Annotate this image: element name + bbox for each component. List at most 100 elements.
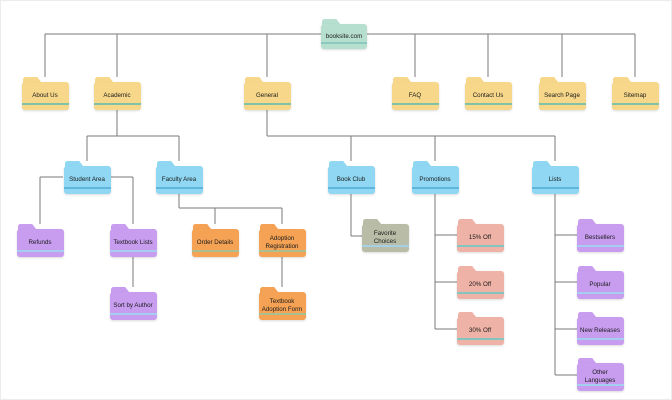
folder-body: booksite.com — [321, 24, 367, 49]
folder-stripe — [576, 383, 624, 386]
folder-body: Refunds — [16, 229, 64, 257]
folder-stripe — [93, 102, 141, 105]
folder-node-booksite: booksite.com — [321, 19, 367, 49]
folder-node-refunds: Refunds — [16, 224, 64, 257]
folder-stripe — [155, 186, 203, 189]
folder-stripe — [258, 312, 306, 315]
folder-tab-icon — [457, 266, 480, 275]
folder-body: Bestsellers — [576, 224, 624, 252]
folder-label: Academic — [103, 92, 131, 100]
folder-label: FAQ — [408, 92, 422, 100]
folder-label: Order Details — [196, 239, 234, 247]
folder-node-20-off: 20% Off — [456, 266, 504, 299]
folder-label: Lists — [548, 176, 562, 184]
folder-tab-icon — [156, 161, 179, 170]
folder-tab-icon — [110, 287, 133, 296]
folder-node-contact-us: Contact Us — [464, 77, 512, 110]
folder-node-sort-by-author: Sort by Author — [109, 287, 157, 320]
folder-stripe — [538, 102, 586, 105]
folder-tab-icon — [17, 224, 40, 233]
folder-node-bestsellers: Bestsellers — [576, 219, 624, 252]
folder-tab-icon — [328, 161, 351, 170]
folder-stripe — [327, 186, 375, 189]
folder-node-lists: Lists — [531, 161, 579, 194]
folder-node-15-off: 15% Off — [456, 219, 504, 252]
folder-tab-icon — [612, 77, 635, 86]
folder-body: Textbook Adoption Form — [258, 292, 306, 320]
folder-body: Academic — [93, 82, 141, 110]
folder-stripe — [576, 337, 624, 340]
folder-node-faq: FAQ — [391, 77, 439, 110]
folder-label: Refunds — [28, 239, 52, 247]
folder-tab-icon — [259, 224, 282, 233]
folder-body: 20% Off — [456, 271, 504, 299]
folder-node-promotions: Promotions — [411, 161, 459, 194]
folder-tab-icon — [532, 161, 555, 170]
folder-tab-icon — [539, 77, 562, 86]
folder-body: 15% Off — [456, 224, 504, 252]
folder-node-student-area: Student Area — [63, 161, 111, 194]
folder-tab-icon — [577, 266, 600, 275]
folder-label: 20% Off — [468, 281, 492, 289]
folder-node-30-off: 30% Off — [456, 312, 504, 345]
folder-body: About Us — [21, 82, 69, 110]
folder-node-search-page: Search Page — [538, 77, 586, 110]
folder-tab-icon — [110, 224, 133, 233]
folder-label: Promotions — [419, 176, 451, 184]
folder-tab-icon — [392, 77, 415, 86]
folder-node-academic: Academic — [93, 77, 141, 110]
folder-label: Faculty Area — [161, 176, 197, 184]
folder-stripe — [456, 244, 504, 247]
folder-tab-icon — [412, 161, 435, 170]
folder-stripe — [576, 291, 624, 294]
folder-tab-icon — [192, 224, 215, 233]
folder-body: Popular — [576, 271, 624, 299]
folder-label: Favorite Choices — [373, 230, 397, 245]
folder-body: Lists — [531, 166, 579, 194]
folder-node-book-club: Book Club — [327, 161, 375, 194]
folder-node-about-us: About Us — [21, 77, 69, 110]
folder-tab-icon — [244, 77, 267, 86]
folder-label: General — [255, 92, 278, 100]
folder-label: Book Club — [336, 176, 366, 184]
folder-tab-icon — [577, 312, 600, 321]
folder-body: 30% Off — [456, 317, 504, 345]
folder-tab-icon — [64, 161, 87, 170]
folder-stripe — [456, 337, 504, 340]
folder-node-faculty-area: Faculty Area — [155, 161, 203, 194]
folder-body: Sitemap — [611, 82, 659, 110]
folder-body: Contact Us — [464, 82, 512, 110]
folder-tab-icon — [465, 77, 488, 86]
folder-label: Sort by Author — [113, 302, 153, 310]
folder-label: Sitemap — [623, 92, 647, 100]
folder-node-favorite-choices: Favorite Choices — [361, 219, 409, 252]
folder-label: Textbook Lists — [113, 239, 153, 247]
folder-tab-icon — [22, 77, 45, 86]
folder-stripe — [321, 41, 367, 44]
folder-stripe — [16, 249, 64, 252]
folder-body: Promotions — [411, 166, 459, 194]
folder-stripe — [464, 102, 512, 105]
folder-stripe — [361, 244, 409, 247]
folder-tab-icon — [259, 287, 282, 296]
folder-label: New Releases — [580, 327, 620, 335]
folder-body: Search Page — [538, 82, 586, 110]
folder-node-textbook-adoption-form: Textbook Adoption Form — [258, 287, 306, 320]
folder-tab-icon — [577, 358, 600, 367]
folder-node-sitemap: Sitemap — [611, 77, 659, 110]
folder-label: Contact Us — [472, 92, 504, 100]
folder-body: Faculty Area — [155, 166, 203, 194]
folder-node-adoption-registration: Adoption Registration — [258, 224, 306, 257]
folder-label: 15% Off — [468, 234, 492, 242]
folder-tab-icon — [322, 19, 344, 28]
folder-label: Popular — [589, 281, 611, 289]
folder-body: Other Languages — [576, 363, 624, 391]
folder-stripe — [258, 249, 306, 252]
folder-stripe — [21, 102, 69, 105]
folder-node-new-releases: New Releases — [576, 312, 624, 345]
folder-body: Favorite Choices — [361, 224, 409, 252]
folder-label: Textbook Adoption Form — [261, 298, 303, 313]
folder-label: Student Area — [69, 176, 105, 184]
